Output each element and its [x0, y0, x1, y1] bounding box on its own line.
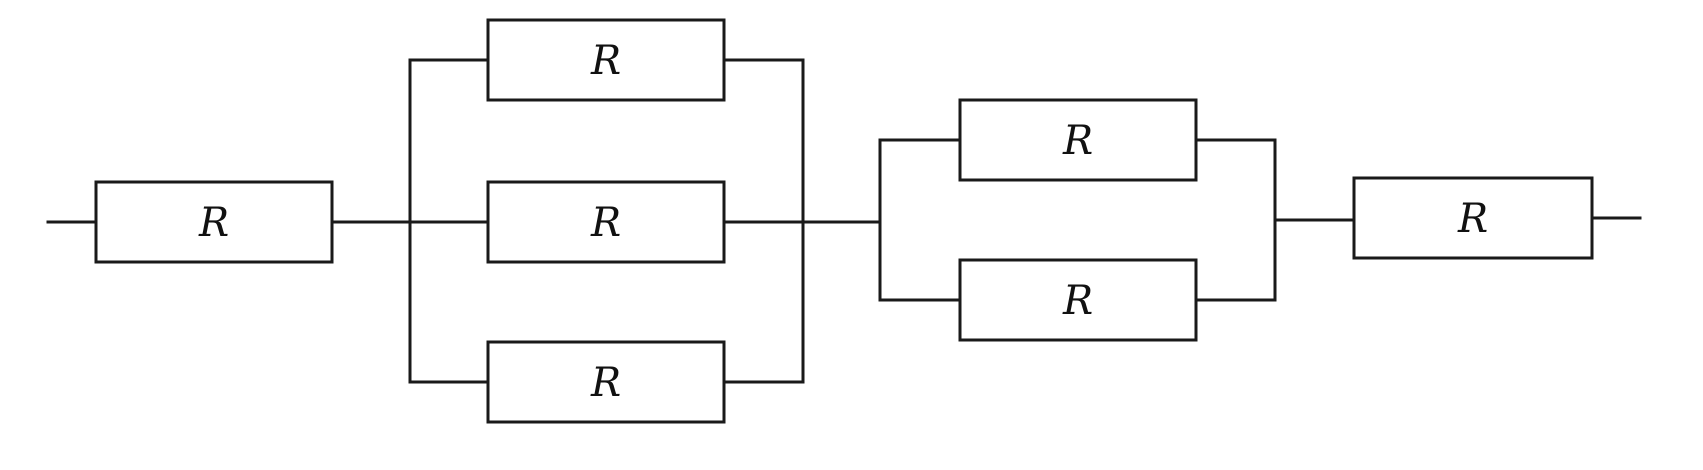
- resistor-5-body: [958, 98, 1198, 182]
- resistor-4-body: [486, 340, 726, 424]
- resistor-2-label: R: [590, 38, 621, 84]
- resistor-2: R: [486, 18, 726, 102]
- resistor-7: R: [1352, 176, 1594, 260]
- resistor-1: R: [94, 180, 334, 264]
- resistor-4: R: [486, 340, 726, 424]
- resistor-3: R: [486, 180, 726, 264]
- resistor-2-body: [486, 18, 726, 102]
- resistor-3-label: R: [590, 200, 621, 246]
- resistor-7-body: [1352, 176, 1594, 260]
- resistor-3-body: [486, 180, 726, 264]
- resistor-4-label: R: [590, 360, 621, 406]
- resistor-1-label: R: [198, 200, 229, 246]
- resistor-6-label: R: [1062, 278, 1093, 324]
- resistor-6-body: [958, 258, 1198, 342]
- resistor-7-label: R: [1457, 196, 1488, 242]
- resistor-5: R: [958, 98, 1198, 182]
- resistor-6: R: [958, 258, 1198, 342]
- resistor-1-body: [94, 180, 334, 264]
- resistor-5-label: R: [1062, 118, 1093, 164]
- wires: [46, 58, 1642, 384]
